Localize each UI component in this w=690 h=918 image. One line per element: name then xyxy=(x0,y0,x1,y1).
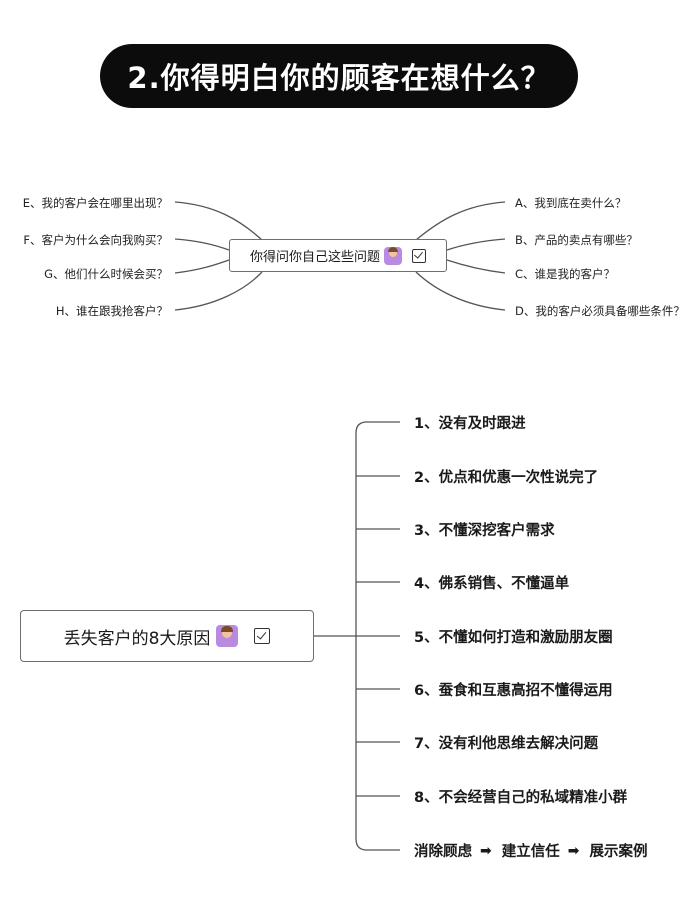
question-b: B、产品的卖点有哪些？ xyxy=(515,233,638,247)
question-e: E、我的客户会在哪里出现？ xyxy=(22,196,168,210)
reason-2: 2、优点和优惠一次性说完了 xyxy=(414,470,599,486)
question-c: C、谁是我的客户？ xyxy=(515,267,616,281)
right-arrow-icon: ➡ xyxy=(567,842,580,859)
question-f: F、客户为什么会向我购买？ xyxy=(23,233,168,247)
reason-6: 6、蚕食和互惠高招不懂得运用 xyxy=(414,683,613,699)
person-raising-hand-icon xyxy=(216,625,239,647)
person-raising-hand-icon xyxy=(384,246,402,265)
connector-spine xyxy=(355,421,400,851)
flow-steps: 消除顾虑 ➡ 建立信任 ➡ 展示案例 xyxy=(414,840,647,861)
connector-g xyxy=(174,259,230,274)
reason-5: 5、不懂如何打造和激励朋友圈 xyxy=(414,630,613,646)
reason-7: 7、没有利他思维去解决问题 xyxy=(414,736,599,752)
question-g: G、他们什么时候会买？ xyxy=(44,267,168,281)
connector-f xyxy=(174,238,230,251)
title-banner: 2.你得明白你的顾客在想什么？ xyxy=(100,44,578,108)
connector-d xyxy=(415,271,506,311)
connector-e xyxy=(174,201,263,241)
checkbox-icon xyxy=(254,628,271,644)
center-node-questions: 你得问你自己这些问题 xyxy=(229,239,447,272)
reason-1: 1、没有及时跟进 xyxy=(414,416,526,432)
flow-step-2: 建立信任 xyxy=(501,844,560,860)
question-d: D、我的客户必须具备哪些条件？ xyxy=(515,304,685,318)
right-arrow-icon: ➡ xyxy=(480,842,492,859)
reason-8: 8、不会经营自己的私域精准小群 xyxy=(414,790,628,806)
question-a: A、我到底在卖什么？ xyxy=(515,196,627,210)
flow-step-1: 消除顾虑 xyxy=(414,844,472,860)
connector-b xyxy=(446,238,506,251)
checkbox-icon xyxy=(412,248,426,263)
reason-4: 4、佛系销售、不懂逼单 xyxy=(414,576,570,592)
page-title: 2.你得明白你的顾客在想什么？ xyxy=(127,61,551,95)
flow-step-3: 展示案例 xyxy=(589,844,648,860)
connector-a xyxy=(415,201,506,241)
question-h: H、谁在跟我抢客户？ xyxy=(55,304,168,318)
connector-h xyxy=(174,271,263,311)
connector-c xyxy=(446,259,506,274)
center-node-reasons: 丢失客户的8大原因 xyxy=(20,610,314,662)
center-node-label: 你得问你自己这些问题 xyxy=(249,250,380,265)
reason-node-label: 丢失客户的8大原因 xyxy=(63,628,211,649)
reason-3: 3、不懂深挖客户需求 xyxy=(414,523,555,539)
